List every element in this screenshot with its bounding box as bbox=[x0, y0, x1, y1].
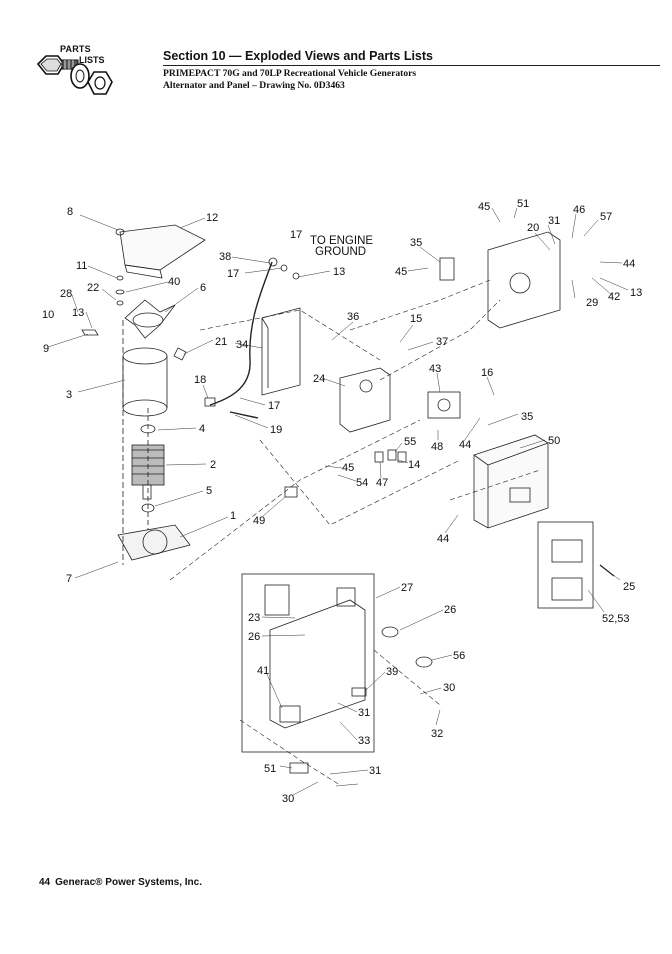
callout-42: 52,53 bbox=[602, 613, 630, 625]
callout-25: 27 bbox=[401, 582, 413, 594]
company-name: Generac® Power Systems, Inc. bbox=[55, 877, 203, 888]
callout-4: 4 bbox=[199, 423, 205, 435]
callout-27: 23 bbox=[248, 612, 260, 624]
header-divider bbox=[163, 65, 660, 66]
callout-13-right: 29 bbox=[586, 297, 598, 309]
callout-10: 10 bbox=[42, 309, 54, 321]
callout-52-53: 25 bbox=[623, 581, 635, 593]
ground-label-line2: GROUND bbox=[315, 246, 366, 258]
callout-14: 14 bbox=[408, 459, 420, 471]
callout-19: 19 bbox=[270, 424, 282, 436]
callout-22: 22 bbox=[87, 282, 99, 294]
callout-23: 26 bbox=[444, 604, 456, 616]
callout-43: 43 bbox=[429, 363, 441, 375]
callout-24: 24 bbox=[313, 373, 325, 385]
callout-54: 47 bbox=[376, 477, 388, 489]
callout-48: 48 bbox=[431, 441, 443, 453]
section-title: Section 10 — Exploded Views and Parts Li… bbox=[163, 49, 433, 63]
callout-17-top: 17 bbox=[290, 229, 302, 241]
page-footer: 44 Generac® Power Systems, Inc. bbox=[39, 877, 202, 888]
product-subtitle: PRIMEPACT 70G and 70LP Recreational Vehi… bbox=[163, 68, 417, 79]
callout-37: 37 bbox=[436, 336, 448, 348]
callout-45-left: 54 bbox=[356, 477, 368, 489]
callout-2: 2 bbox=[210, 459, 216, 471]
callout-31-top: 46 bbox=[573, 204, 585, 216]
callout-40: 40 bbox=[168, 276, 180, 288]
callout-11: 11 bbox=[76, 260, 87, 272]
callout-57: 20 bbox=[527, 222, 539, 234]
callout-17: 17 bbox=[227, 268, 239, 280]
callout-32: 51 bbox=[264, 763, 276, 775]
callout-3: 3 bbox=[66, 389, 72, 401]
callout-13-ground: 13 bbox=[333, 266, 345, 278]
callout-7: 7 bbox=[66, 573, 72, 585]
callout-45-top: 51 bbox=[517, 198, 529, 210]
callout-34: 34 bbox=[236, 339, 248, 351]
callout-17-lower: 17 bbox=[268, 400, 280, 412]
callout-35-top: 45 bbox=[395, 266, 407, 278]
callout-36: 36 bbox=[347, 311, 359, 323]
callout-8: 8 bbox=[67, 206, 73, 218]
logo-word-parts: PARTS bbox=[60, 44, 91, 54]
callout-50: 44 bbox=[437, 533, 449, 545]
ground-label-line1: TO ENGINE bbox=[310, 235, 373, 247]
callout-31-inset: 33 bbox=[358, 735, 370, 747]
callout-13: 13 bbox=[72, 307, 84, 319]
callout-56: 41 bbox=[257, 665, 269, 677]
callout-51-top: 31 bbox=[548, 215, 560, 227]
callout-46: 57 bbox=[600, 211, 612, 223]
page-number: 44 bbox=[39, 877, 51, 888]
callout-44-mid: 44 bbox=[459, 439, 471, 451]
callout-16: 16 bbox=[481, 367, 493, 379]
callout-31-bottom: 30 bbox=[282, 793, 294, 805]
logo-word-lists: LISTS bbox=[79, 55, 105, 65]
callout-29: 42 bbox=[608, 291, 620, 303]
callout-35-right: 35 bbox=[521, 411, 533, 423]
callout-41: 39 bbox=[386, 666, 398, 678]
callout-47: 49 bbox=[253, 515, 265, 527]
callout-33: 32 bbox=[431, 728, 443, 740]
callout-26-left: 26 bbox=[248, 631, 260, 643]
callout-38: 38 bbox=[219, 251, 231, 263]
callout-44-left: 45 bbox=[342, 462, 354, 474]
callout-18: 18 bbox=[194, 374, 206, 386]
callout-45-right: 44 bbox=[623, 258, 635, 270]
callout-12: 12 bbox=[206, 212, 218, 224]
callout-15: 15 bbox=[410, 313, 422, 325]
callout-26-right: 56 bbox=[453, 650, 465, 662]
callout-44-right: 13 bbox=[630, 287, 642, 299]
callout-28: 28 bbox=[60, 288, 72, 300]
parts-lists-logo-icon bbox=[36, 55, 113, 95]
callout-6: 6 bbox=[200, 282, 206, 294]
callout-20: 35 bbox=[410, 237, 422, 249]
callout-44-top: 45 bbox=[478, 201, 490, 213]
callout-1: 1 bbox=[230, 510, 236, 522]
callout-21: 21 bbox=[215, 336, 227, 348]
callout-5: 5 bbox=[206, 485, 212, 497]
callout-49: 50 bbox=[548, 435, 560, 447]
drawing-subtitle: Alternator and Panel – Drawing No. 0D346… bbox=[163, 80, 345, 91]
callout-9: 9 bbox=[43, 343, 49, 355]
callout-39: 30 bbox=[443, 682, 455, 694]
callout-51-bottom: 31 bbox=[369, 765, 381, 777]
callout-55: 55 bbox=[404, 436, 416, 448]
callout-30-inset: 31 bbox=[358, 707, 370, 719]
